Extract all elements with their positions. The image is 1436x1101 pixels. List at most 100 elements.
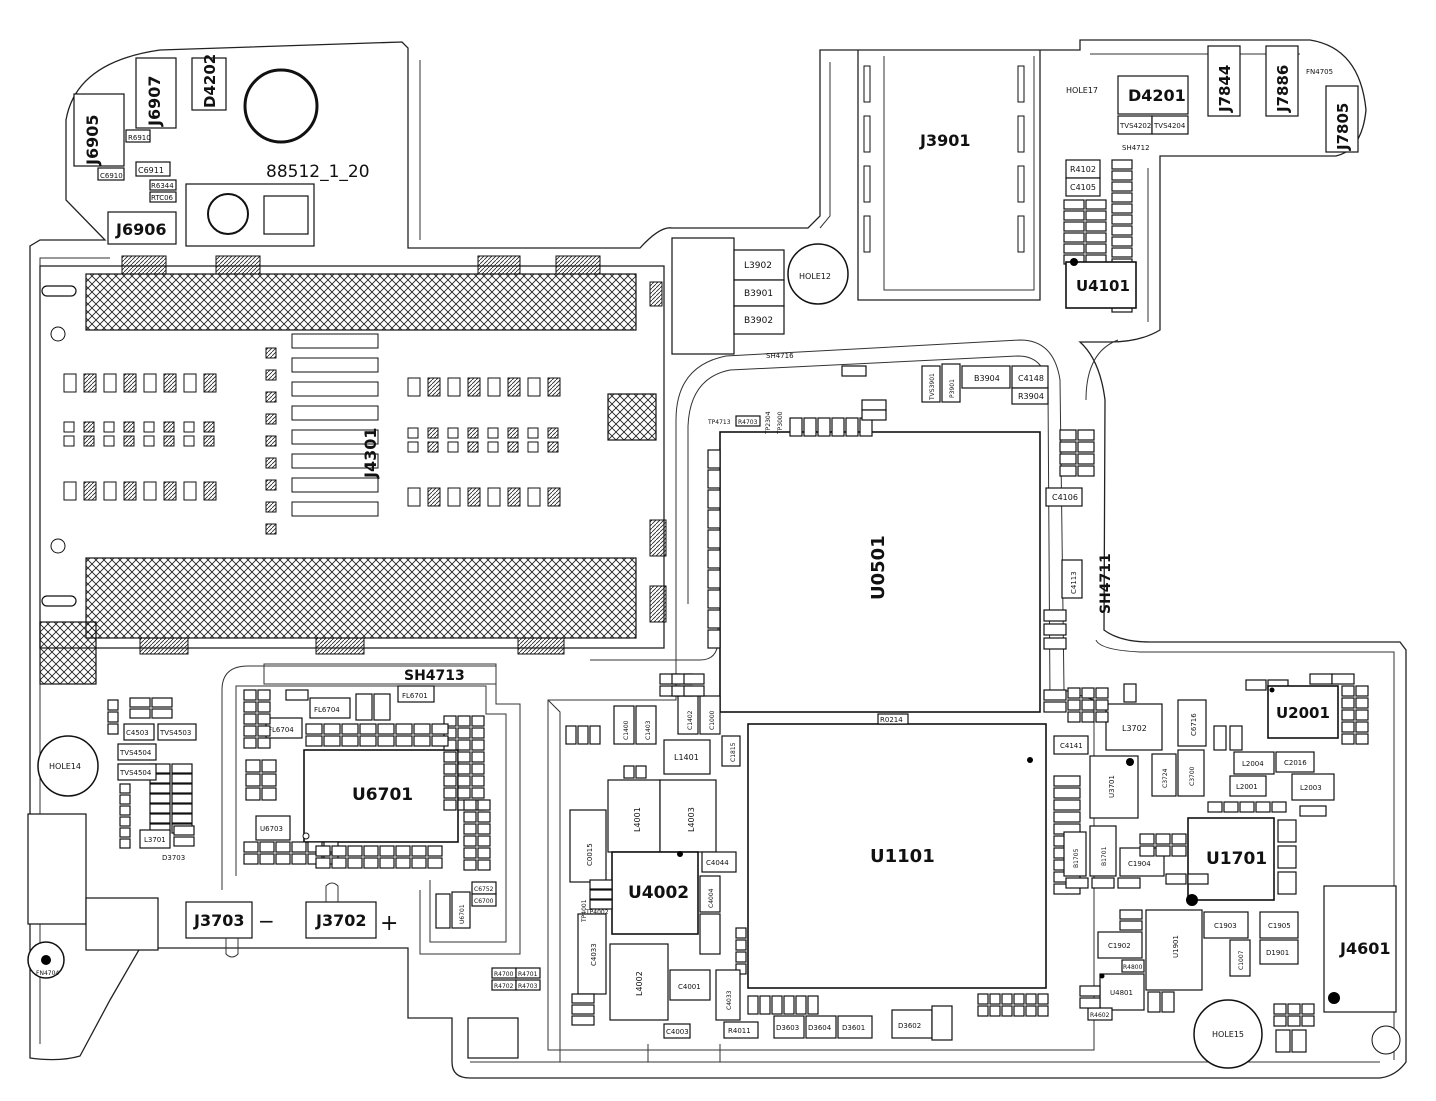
j4301-pad — [103, 435, 115, 447]
u6701-part — [291, 853, 307, 865]
u3701-part — [1123, 683, 1137, 703]
u1701-part — [1187, 873, 1209, 885]
d3601-body — [837, 1015, 873, 1039]
u4002-small-part — [635, 765, 647, 779]
j4301-pad — [123, 421, 135, 433]
u6701-part — [347, 845, 363, 857]
r4102-label: R4102 — [1070, 165, 1096, 174]
r0214-body — [877, 713, 909, 725]
j6906-body — [107, 211, 177, 245]
u2001-part — [1355, 685, 1369, 697]
tab-8 — [649, 281, 663, 307]
l3701-body — [139, 829, 171, 849]
u1101-side-part — [1053, 787, 1081, 799]
d3604-body — [805, 1015, 837, 1039]
c6700-label: C6700 — [474, 898, 494, 905]
u2001-part — [1341, 733, 1355, 745]
l1401-label: L1401 — [674, 753, 699, 762]
u6701-part — [245, 787, 261, 801]
d4201-label: D4201 — [1128, 86, 1186, 105]
j4301-pad — [467, 427, 479, 439]
slot-bottom-left — [41, 595, 77, 607]
u3701-pin1 — [1126, 758, 1134, 766]
u1701-part — [1165, 873, 1187, 885]
j4301-side-pin — [265, 501, 277, 513]
u1101-bottom-part — [759, 995, 771, 1015]
u2001-part — [1355, 709, 1369, 721]
u6701-part — [395, 845, 411, 857]
u1101-bottom-part — [771, 995, 783, 1015]
tvs4202-label: TVS4202 — [1119, 122, 1151, 130]
j7805-body — [1325, 85, 1359, 153]
u6701b-body — [451, 891, 471, 929]
u6701-part — [471, 739, 485, 751]
u6701-part — [243, 725, 257, 737]
u6701-part — [275, 853, 291, 865]
j3901-slot — [1017, 65, 1025, 103]
u6701-part — [471, 715, 485, 727]
j4301-center-pin — [291, 477, 379, 493]
j4301-top-hatch — [85, 273, 637, 331]
j4301-left-pads — [63, 373, 217, 501]
c6910-label: C6910 — [100, 172, 123, 180]
tab-6 — [315, 637, 365, 655]
u2001-part — [1341, 697, 1355, 709]
d3601-label: D3601 — [842, 1024, 865, 1032]
fl6701-body — [397, 685, 435, 703]
j4301-pad — [83, 421, 95, 433]
u6701-label: U6701 — [352, 785, 413, 805]
u3701-part — [1067, 711, 1081, 723]
tvs4504b-body — [117, 763, 157, 781]
j7844-label: J7844 — [1216, 65, 1234, 113]
r4011-body — [723, 1021, 759, 1039]
u1701-part — [1139, 845, 1155, 857]
u1101-bottom-part — [989, 993, 1001, 1005]
j4301-pad — [407, 377, 421, 397]
u3701-part — [1095, 687, 1109, 699]
u6703-body — [255, 815, 291, 841]
left-lower-part — [171, 763, 193, 774]
c4044-label: C4044 — [706, 859, 729, 867]
j3702-label: J3702 — [315, 911, 366, 930]
b1705-label: B1705 — [1073, 848, 1080, 868]
u1701-part — [1255, 801, 1271, 813]
u4002-small-part — [571, 1015, 595, 1026]
u4101-capacitor — [1111, 181, 1133, 192]
u1701-label: U1701 — [1206, 849, 1267, 869]
u1701-part — [1207, 801, 1223, 813]
j4301-pad — [427, 427, 439, 439]
u1701-part — [1271, 801, 1287, 813]
u1101-bottom-part — [1025, 993, 1037, 1005]
j4301-pad — [507, 377, 521, 397]
u4101-capacitor — [1085, 199, 1107, 210]
c4001-body — [669, 969, 711, 1001]
u6701-part — [457, 775, 471, 787]
u6701-part — [315, 845, 331, 857]
u6701-part — [245, 773, 261, 787]
u6701-part — [471, 775, 485, 787]
u6701-part — [471, 763, 485, 775]
u6701b-label: U6701 — [459, 904, 466, 924]
j4301-pad — [183, 373, 197, 393]
u3701-label: U3701 — [1108, 775, 1116, 798]
j4301-left-hatch — [39, 621, 97, 685]
l2004-body — [1233, 751, 1275, 775]
left-lower-part — [151, 697, 173, 708]
tvs4504-body — [117, 743, 157, 761]
u6701-part — [359, 723, 377, 735]
hole14 — [37, 735, 99, 797]
c4033-body — [577, 913, 607, 995]
j4301-pad — [487, 377, 501, 397]
u0501-right-part — [1077, 441, 1095, 453]
u1701-part — [1091, 877, 1115, 889]
j3901-inner — [883, 56, 1035, 291]
left-lower-part — [149, 783, 171, 794]
left-lower-part — [149, 813, 171, 824]
c6716-body — [1177, 699, 1207, 747]
left-lower-part — [151, 708, 173, 719]
l3902-label: L3902 — [744, 261, 772, 271]
u0501-right-part — [1059, 453, 1077, 465]
u1101-pin1 — [1027, 757, 1033, 763]
j3901-outline — [857, 50, 1041, 301]
